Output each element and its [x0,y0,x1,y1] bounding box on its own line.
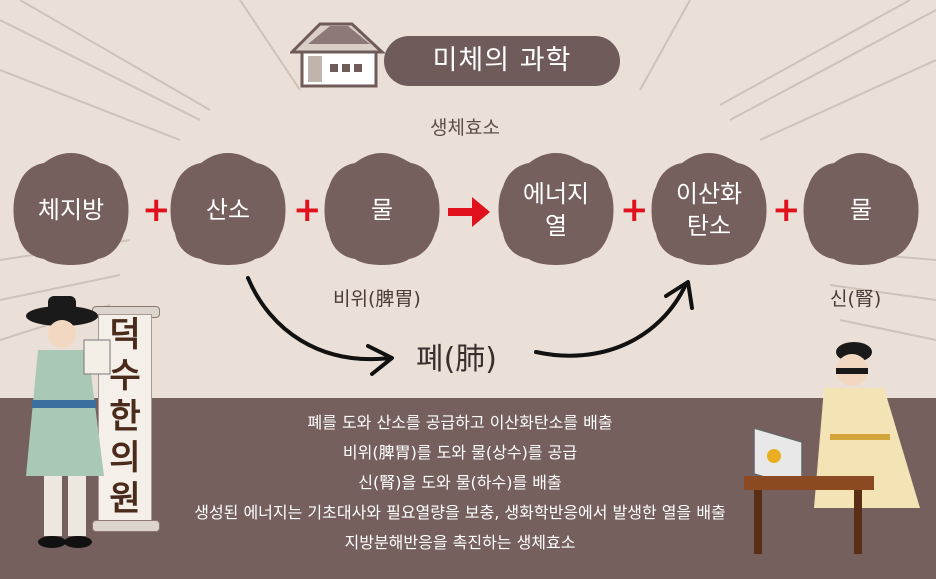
cloud-shape [803,153,919,265]
node-label: 물 [849,196,873,224]
scroll-char: 의 [109,438,141,478]
plus-operator: + [293,190,322,230]
hanok-house-icon [290,22,386,88]
scroll-char: 한 [109,397,141,437]
organ-label-kidney: 신(腎) [830,288,882,310]
plus-operator: + [620,190,649,230]
scroll-char: 수 [109,356,141,396]
description-line: 비위(脾胃)를 도와 물(상수)를 공급 [342,443,578,462]
yields-arrow-icon [448,197,490,227]
node-water-in: 물 [323,151,441,269]
scroll-char: 원 [109,479,141,519]
description-line: 생성된 에너지는 기초대사와 필요열량을 보충, 생화학반응에서 발생한 열을 … [194,503,726,522]
scroll-char: 덕 [109,315,141,355]
description-line: 지방분해반응을 촉진하는 생체효소 [344,533,576,552]
header: 미체의 과학 [290,20,626,88]
lung-to-co2-arrow [534,282,688,358]
node-label: 이산화 탄소 [675,180,743,240]
scholar-figure-illustration [26,296,111,548]
cloud-shape [498,153,614,265]
organ-label-lung: 폐(肺) [416,342,498,377]
description-block: 폐를 도와 산소를 공급하고 이산화탄소를 배출 비위(脾胃)를 도와 물(상수… [150,408,770,558]
description-line: 폐를 도와 산소를 공급하고 이산화탄소를 배출 [307,413,613,432]
plus-operator: + [142,190,171,230]
scroll-rod-bottom [92,520,160,532]
page-title: 미체의 과학 [384,36,620,86]
node-carbon-dioxide: 이산화 탄소 [650,151,768,269]
cloud-shape [170,153,286,265]
cloud-shape [324,153,440,265]
flow-arrows [246,276,694,376]
node-energy-heat: 에너지 열 [497,151,615,269]
node-label: 에너지 열 [522,180,590,240]
arrowhead-icon [366,344,394,376]
arrowhead-icon [664,280,694,310]
node-body-fat: 체지방 [12,151,130,269]
node-oxygen: 산소 [169,151,287,269]
plus-operator: + [772,190,801,230]
cloud-shape [13,153,129,265]
description-line: 신(腎)을 도와 물(하수)를 배출 [358,473,562,492]
cloud-shape [651,153,767,265]
node-label: 물 [370,196,394,224]
oxygen-to-lung-arrow [246,276,392,362]
node-label: 체지방 [37,196,105,224]
node-label: 산소 [205,196,251,224]
node-water-out: 물 [802,151,920,269]
scholar-laptop-illustration [744,342,920,554]
organ-label-spleen-stomach: 비위(脾胃) [333,288,421,310]
enzyme-label: 생체효소 [430,117,500,139]
